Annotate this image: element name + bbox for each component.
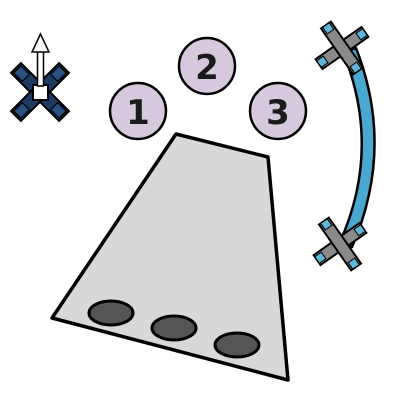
left-x-marker[interactable] bbox=[9, 32, 71, 123]
hole-left[interactable] bbox=[87, 299, 135, 327]
number-button-3[interactable]: 3 bbox=[248, 81, 308, 141]
slider-handle-bottom[interactable] bbox=[301, 205, 379, 283]
cross-handle-icon bbox=[312, 216, 368, 272]
cross-handle-icon bbox=[314, 20, 370, 76]
number-button-2[interactable]: 2 bbox=[177, 36, 237, 96]
slider-track[interactable] bbox=[338, 46, 376, 249]
number-button-label: 1 bbox=[126, 93, 150, 133]
slider-handle-top[interactable] bbox=[303, 9, 381, 87]
hole-middle[interactable] bbox=[150, 314, 198, 342]
number-button-1[interactable]: 1 bbox=[108, 81, 168, 141]
number-button-label: 2 bbox=[195, 48, 219, 88]
curved-slider[interactable] bbox=[301, 9, 381, 283]
hole-right[interactable] bbox=[213, 331, 261, 359]
number-button-label: 3 bbox=[266, 93, 290, 133]
x-marker-with-up-arrow-icon bbox=[9, 32, 71, 123]
